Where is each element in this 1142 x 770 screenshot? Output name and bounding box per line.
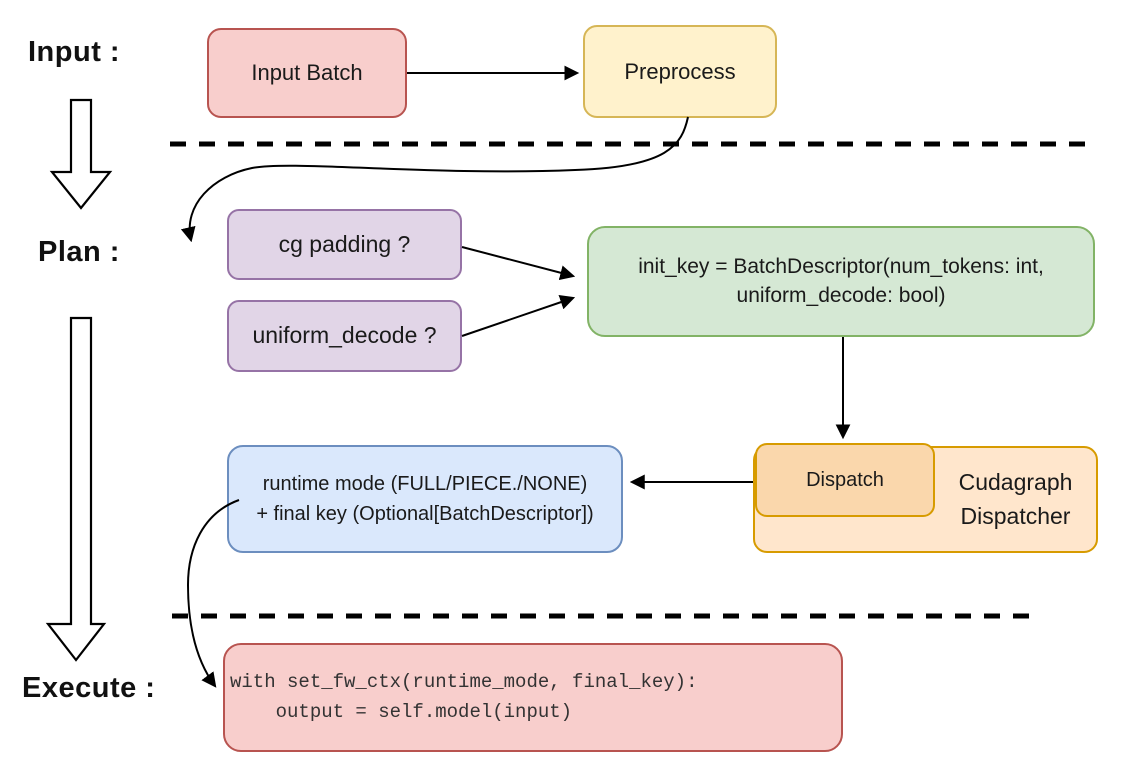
execute-code-node: with set_fw_ctx(runtime_mode, final_key)… bbox=[223, 643, 843, 752]
plan-section-label: Plan : bbox=[38, 236, 120, 268]
init-key-line1: init_key = BatchDescriptor(num_tokens: i… bbox=[638, 255, 1044, 279]
cg-padding-label: cg padding ? bbox=[278, 230, 411, 257]
arrow-cg-padding-to-init-key bbox=[461, 246, 576, 281]
runtime-mode-node: runtime mode (FULL/PIECE./NONE) + final … bbox=[227, 445, 623, 553]
cudagraph-dispatcher-label: Cudagraph Dispatcher bbox=[933, 446, 1098, 553]
preprocess-label: Preprocess bbox=[624, 58, 736, 84]
dispatch-node: Dispatch bbox=[755, 443, 935, 517]
cg-padding-node: cg padding ? bbox=[227, 209, 462, 280]
execute-code-line1: with set_fw_ctx(runtime_mode, final_key)… bbox=[230, 671, 698, 694]
block-arrow-plan-to-execute bbox=[45, 316, 107, 662]
uniform-decode-label: uniform_decode ? bbox=[252, 322, 437, 349]
execute-code-line2: output = self.model(input) bbox=[230, 700, 573, 723]
dispatch-label: Dispatch bbox=[806, 468, 884, 491]
cudagraph-dispatcher-line1: Cudagraph bbox=[958, 469, 1073, 496]
arrow-uniform-decode-to-init-key bbox=[461, 295, 576, 337]
runtime-mode-line1: runtime mode (FULL/PIECE./NONE) bbox=[262, 473, 588, 495]
preprocess-node: Preprocess bbox=[583, 25, 777, 118]
execute-section-label: Execute : bbox=[22, 672, 156, 704]
init-key-node: init_key = BatchDescriptor(num_tokens: i… bbox=[587, 226, 1095, 337]
runtime-mode-line2: + final key (Optional[BatchDescriptor]) bbox=[256, 503, 594, 525]
uniform-decode-node: uniform_decode ? bbox=[227, 300, 462, 372]
cudagraph-dispatcher-line2: Dispatcher bbox=[960, 502, 1071, 529]
init-key-line2: uniform_decode: bool) bbox=[736, 283, 946, 307]
input-section-label: Input : bbox=[28, 36, 121, 68]
input-batch-node: Input Batch bbox=[207, 28, 407, 118]
block-arrow-input-to-plan bbox=[49, 98, 113, 210]
input-batch-label: Input Batch bbox=[251, 60, 363, 86]
